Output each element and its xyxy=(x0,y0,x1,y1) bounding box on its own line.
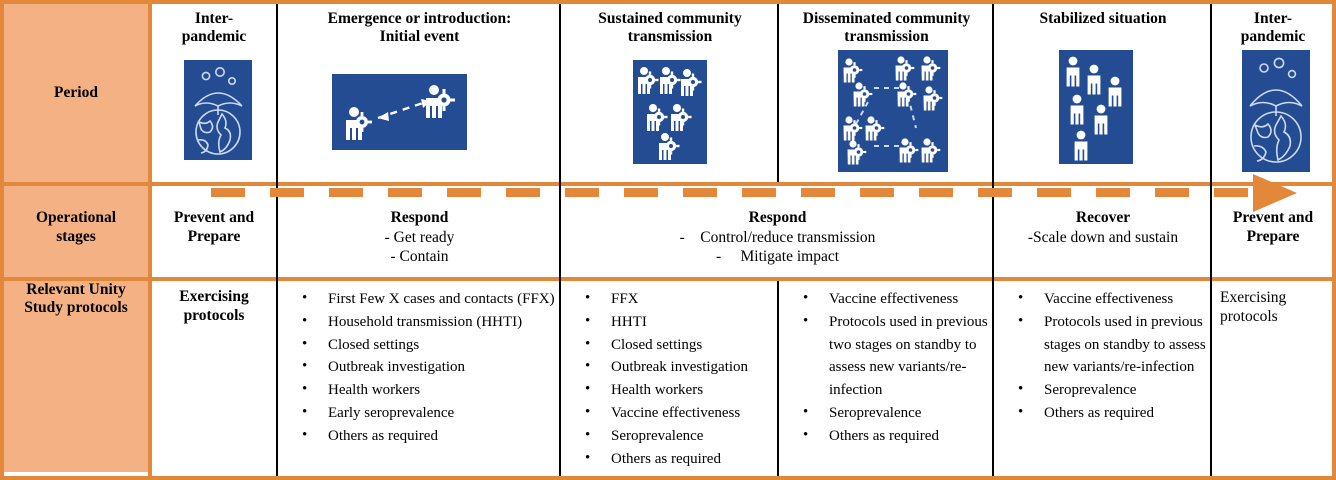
period-title-3: Sustained community transmission xyxy=(598,10,742,46)
protocols-cell-5: Vaccine effectiveness Protocols used in … xyxy=(996,288,1210,476)
period-title-6: Inter- pandemic xyxy=(1240,10,1306,46)
list-item: Others as required xyxy=(781,424,992,448)
protocols-plain-6: Exercising protocols xyxy=(1220,289,1287,326)
column-divider-2 xyxy=(559,4,561,476)
icon-tile-transmission-arrow xyxy=(332,74,467,150)
operational-line-5-0: -Scale down and sustain xyxy=(1027,228,1179,246)
row-divider-period-operational xyxy=(4,182,1332,186)
icon-tile-sustained-cluster xyxy=(633,60,707,164)
period-cell-6: Inter- pandemic xyxy=(1214,10,1332,180)
icon-tile-disseminated-network xyxy=(838,50,948,172)
period-title-1: Inter- pandemic xyxy=(181,10,247,46)
list-item: Outbreak investigation xyxy=(280,355,559,379)
protocols-cell-3: FFX HHTI Closed settings Outbreak invest… xyxy=(563,288,777,476)
operational-title-3: Respond xyxy=(748,209,807,226)
operational-cell-2: Respond - Get ready - Contain xyxy=(280,209,559,275)
list-item: Early seroprevalence xyxy=(280,401,559,425)
timeline-arrowhead-icon xyxy=(1253,174,1297,212)
icon-tile-umbrella-globe-1 xyxy=(184,60,252,160)
column-divider-5 xyxy=(1210,4,1212,476)
list-item: Closed settings xyxy=(280,333,559,357)
protocols-cell-1: Exercising protocols xyxy=(152,288,276,476)
row-header-relevant-unity-study-protocols: Relevant Unity Study protocols xyxy=(4,273,148,472)
period-title-4: Disseminated community transmission xyxy=(802,10,971,46)
period-subtitle-2: Initial event xyxy=(379,28,460,46)
list-item: Others as required xyxy=(996,401,1210,425)
column-divider-3-bottom xyxy=(777,281,779,476)
period-cell-1: Inter- pandemic xyxy=(152,10,276,180)
period-cell-5: Stabilized situation xyxy=(996,10,1210,180)
operational-cell-1: Prevent and Prepare xyxy=(152,209,276,275)
column-divider-4 xyxy=(992,4,994,476)
period-cell-4: Disseminated community transmission xyxy=(781,10,992,180)
protocols-list-5: Vaccine effectiveness Protocols used in … xyxy=(996,288,1210,425)
protocols-list-3: FFX HHTI Closed settings Outbreak invest… xyxy=(563,288,777,470)
list-item: Others as required xyxy=(280,424,559,448)
list-item: Others as required xyxy=(563,447,777,471)
operational-title-5: Recover xyxy=(1075,209,1131,226)
operational-line-2-0: - Get ready xyxy=(384,228,455,246)
period-cell-2: Emergence or introduction: Initial event xyxy=(280,10,559,180)
list-item: HHTI xyxy=(563,310,777,334)
protocols-plain-1: Exercising protocols xyxy=(179,288,249,324)
column-divider-3-top xyxy=(777,4,779,182)
icon-tile-umbrella-globe-2 xyxy=(1242,50,1310,172)
operational-cell-5: Recover -Scale down and sustain xyxy=(996,209,1210,275)
list-item: FFX xyxy=(563,288,777,311)
column-divider-1 xyxy=(276,4,278,476)
operational-title-6: Prevent and Prepare xyxy=(1232,209,1314,245)
list-item: Seroprevalence xyxy=(781,401,992,425)
operational-cell-3-4-merged: Respond - Control/reduce transmission - … xyxy=(563,209,992,275)
list-item: Vaccine effectiveness xyxy=(781,288,992,311)
list-item: Vaccine effectiveness xyxy=(996,288,1210,311)
list-item: Protocols used in previous two stages on… xyxy=(781,310,992,402)
operational-cell-6: Prevent and Prepare xyxy=(1214,209,1332,275)
row-divider-operational-protocols xyxy=(4,277,1332,281)
list-item: Protocols used in previous stages on sta… xyxy=(996,310,1210,379)
protocols-cell-4: Vaccine effectiveness Protocols used in … xyxy=(781,288,992,476)
row-header-period: Period xyxy=(4,4,148,182)
list-item: Household transmission (HHTI) xyxy=(280,310,559,334)
row-header-operational-stages: Operational stages xyxy=(4,182,148,273)
period-title-5: Stabilized situation xyxy=(1039,10,1167,27)
period-title-2: Emergence or introduction: xyxy=(327,10,512,27)
operational-line-3-1: - Mitigate impact xyxy=(715,247,840,265)
operational-title-2: Respond xyxy=(390,209,449,226)
period-cell-3: Sustained community transmission xyxy=(563,10,777,180)
operational-title-1: Prevent and Prepare xyxy=(173,209,255,245)
operational-line-3-0: - Control/reduce transmission xyxy=(679,228,876,246)
list-item: First Few X cases and contacts (FFX) xyxy=(280,288,559,311)
list-item: Health workers xyxy=(563,378,777,402)
protocols-cell-2: First Few X cases and contacts (FFX) Hou… xyxy=(280,288,559,476)
list-item: Vaccine effectiveness xyxy=(563,401,777,425)
operational-line-2-1: - Contain xyxy=(390,247,449,265)
list-item: Outbreak investigation xyxy=(563,355,777,379)
icon-tile-stabilized-people xyxy=(1059,50,1133,164)
column-divider-rowheader xyxy=(148,4,152,476)
protocols-list-4: Vaccine effectiveness Protocols used in … xyxy=(781,288,992,448)
list-item: Closed settings xyxy=(563,333,777,357)
list-item: Health workers xyxy=(280,378,559,402)
protocols-cell-6: Exercising protocols xyxy=(1214,288,1332,476)
protocols-list-2: First Few X cases and contacts (FFX) Hou… xyxy=(280,288,559,448)
list-item: Seroprevalence xyxy=(563,424,777,448)
list-item: Seroprevalence xyxy=(996,378,1210,402)
